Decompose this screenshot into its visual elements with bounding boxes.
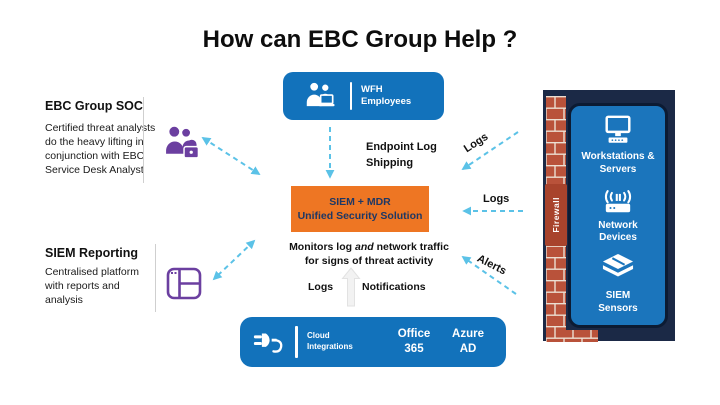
endpoint-log-shipping-label: Endpoint Log Shipping (366, 141, 437, 169)
arrow-siem-to-soc (201, 137, 261, 175)
notifications-label: Notifications (362, 281, 426, 293)
firewall-label-tab: Firewall (545, 184, 567, 246)
monitors-part1: Monitors log (289, 241, 355, 253)
sensor-icon (599, 253, 637, 285)
device-label: Workstations & Servers (581, 151, 655, 175)
logs-bottom-label: Logs (308, 281, 334, 293)
pill-divider (295, 326, 298, 358)
device-item-network: Network Devices (583, 185, 653, 245)
monitors-text: Monitors log and network traffic for sig… (283, 241, 455, 268)
reporting-divider (155, 244, 156, 312)
router-icon (599, 185, 637, 215)
cloud-integrations-box: Cloud Integrations Office 365 Azure AD (240, 317, 506, 367)
device-label: Network Devices (598, 219, 638, 244)
analysts-lock-icon (163, 125, 202, 160)
logs-label-top: Logs (461, 130, 491, 156)
soc-heading: EBC Group SOC (45, 99, 143, 113)
page-title: How can EBC Group Help ? (202, 26, 518, 53)
wfh-employees-icon (304, 82, 341, 110)
cloud-integrations-label: Cloud Integrations (307, 331, 353, 351)
dashboard-window-icon (166, 267, 202, 300)
monitors-and-italic: and (354, 241, 374, 253)
logs-label-mid: Logs (483, 193, 510, 205)
devices-box: Workstations & Servers (568, 103, 668, 328)
brick-wall (546, 96, 598, 342)
siem-mdr-line1: SIEM + MDR (329, 195, 391, 208)
office-365-label: Office 365 (397, 328, 431, 355)
soc-divider (143, 97, 144, 183)
siem-reporting-heading: SIEM Reporting (45, 246, 139, 260)
azure-ad-label: Azure AD (452, 328, 484, 355)
firewall-label: Firewall (551, 197, 561, 233)
alerts-label: Alerts (474, 252, 509, 278)
soc-description: Certified threat analysts do the heavy l… (45, 122, 156, 177)
plug-icon (252, 326, 286, 358)
wfh-employees-box: WFH Employees (283, 72, 444, 120)
wfh-employees-label: WFH Employees (361, 83, 412, 107)
monitor-icon (599, 114, 637, 146)
device-item-siem-sensors: SIEM Sensors (588, 253, 648, 315)
siem-reporting-description: Centralised platform with reports and an… (45, 266, 139, 307)
siem-mdr-box: SIEM + MDR Unified Security Solution (291, 186, 429, 232)
monitors-part3: network traffic for signs of threat acti… (304, 241, 449, 267)
device-label: SIEM Sensors (598, 290, 638, 314)
faint-up-arrow (341, 267, 361, 307)
pill-divider (350, 82, 352, 110)
device-item-workstations: Workstations & Servers (573, 114, 663, 176)
siem-mdr-line2: Unified Security Solution (297, 210, 423, 222)
arrow-siem-to-reporting (212, 239, 256, 281)
